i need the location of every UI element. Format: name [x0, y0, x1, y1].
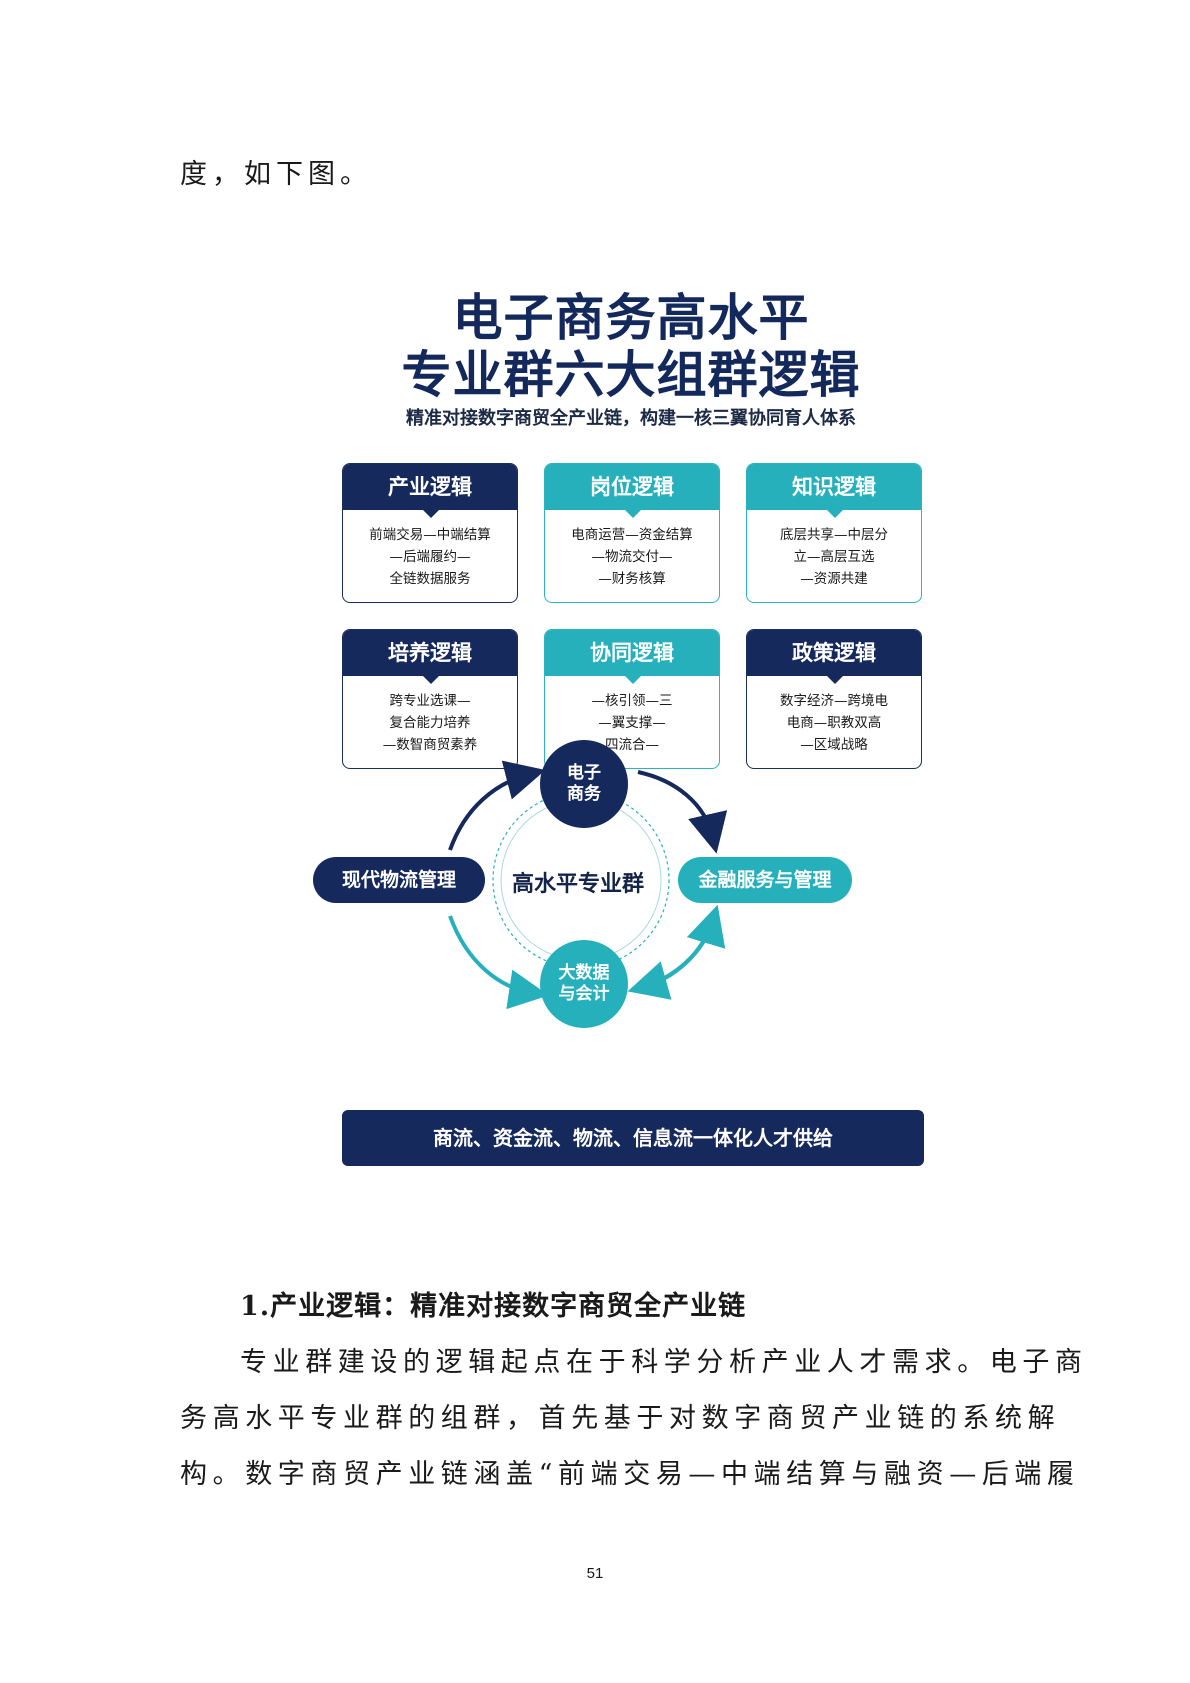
card-line: —财务核算 — [598, 571, 666, 587]
card-position-logic: 岗位逻辑 电商运营—资金结算 —物流交付— —财务核算 — [544, 463, 720, 603]
card-line: 复合能力培养 — [389, 715, 471, 731]
node-logistics: 现代物流管理 — [313, 857, 485, 903]
cycle-arrows — [448, 760, 728, 1010]
node-ecommerce-line2: 商务 — [567, 784, 601, 804]
card-line: —核引领—三 — [591, 693, 673, 709]
figure-title-line2: 专业群六大组群逻辑 — [401, 346, 861, 404]
card-line: 全链数据服务 — [389, 571, 471, 587]
node-ecommerce-line1: 电子 — [567, 763, 601, 783]
paragraph-line: 专业群建设的逻辑起点在于科学分析产业人才需求。电子商 — [240, 1347, 1088, 1378]
logic-diagram-figure: 电子商务高水平 专业群六大组群逻辑 精准对接数字商贸全产业链，构建一核三翼协同育… — [305, 218, 957, 1193]
card-policy-logic: 政策逻辑 数字经济—跨境电 电商—职教双高 —区域战略 — [746, 629, 922, 769]
figure-title-line1: 电子商务高水平 — [452, 289, 810, 347]
card-line: 跨专业选课— — [389, 693, 471, 709]
card-line: 数字经济—跨境电 — [780, 693, 888, 709]
card-title: 培养逻辑 — [343, 630, 517, 684]
node-ecommerce: 电子 商务 — [540, 740, 628, 828]
card-title: 产业逻辑 — [343, 464, 517, 518]
card-collaboration-logic: 协同逻辑 —核引领—三 —翼支撑— 四流合— — [544, 629, 720, 769]
card-title: 协同逻辑 — [545, 630, 719, 684]
card-knowledge-logic: 知识逻辑 底层共享—中层分 立—高层互选 —资源共建 — [746, 463, 922, 603]
card-title: 政策逻辑 — [747, 630, 921, 684]
card-line: —区域战略 — [800, 737, 868, 753]
card-line: —翼支撑— — [598, 715, 666, 731]
figure-subtitle: 精准对接数字商贸全产业链，构建一核三翼协同育人体系 — [406, 408, 856, 429]
arrow-left-to-top — [448, 760, 546, 851]
center-label: 高水平专业群 — [511, 872, 644, 897]
node-bigdata-line2: 与会计 — [558, 984, 610, 1004]
card-training-logic: 培养逻辑 跨专业选课— 复合能力培养 —数智商贸素养 — [342, 629, 518, 769]
arrow-left-to-bottom — [448, 915, 549, 1010]
page-number: 51 — [586, 1565, 604, 1582]
card-line: 立—高层互选 — [793, 549, 875, 565]
section-heading: 1.产业逻辑：精准对接数字商贸全产业链 — [240, 1291, 747, 1322]
card-line: —资源共建 — [800, 571, 868, 587]
card-line: 四流合— — [605, 737, 659, 753]
card-title: 知识逻辑 — [747, 464, 921, 518]
arrow-top-to-right — [637, 770, 728, 854]
arrow-right-to-bottom — [627, 919, 715, 1000]
arrow-bottom-to-right — [639, 904, 726, 990]
node-bigdata-accounting: 大数据 与会计 — [540, 940, 628, 1028]
paragraph-line: 构。数字商贸产业链涵盖“前端交易—中端结算与融资—后端履 — [180, 1459, 1080, 1490]
node-finance: 金融服务与管理 — [678, 857, 852, 903]
card-line: 底层共享—中层分 — [780, 527, 888, 543]
card-title: 岗位逻辑 — [545, 464, 719, 518]
card-line: —后端履约— — [389, 549, 471, 565]
card-line: 电商—职教双高 — [786, 715, 882, 731]
card-line: —数智商贸素养 — [382, 737, 478, 753]
card-line: —物流交付— — [591, 549, 673, 565]
card-line: 电商运营—资金结算 — [571, 527, 693, 543]
paragraph-line: 务高水平专业群的组群，首先基于对数字商贸产业链的系统解 — [180, 1403, 1061, 1434]
card-industry-logic: 产业逻辑 前端交易—中端结算 —后端履约— 全链数据服务 — [342, 463, 518, 603]
node-bigdata-line1: 大数据 — [558, 963, 610, 983]
lead-text: 度，如下图。 — [180, 159, 372, 190]
card-line: 前端交易—中端结算 — [369, 527, 491, 543]
bottom-bar: 商流、资金流、物流、信息流一体化人才供给 — [342, 1110, 924, 1166]
